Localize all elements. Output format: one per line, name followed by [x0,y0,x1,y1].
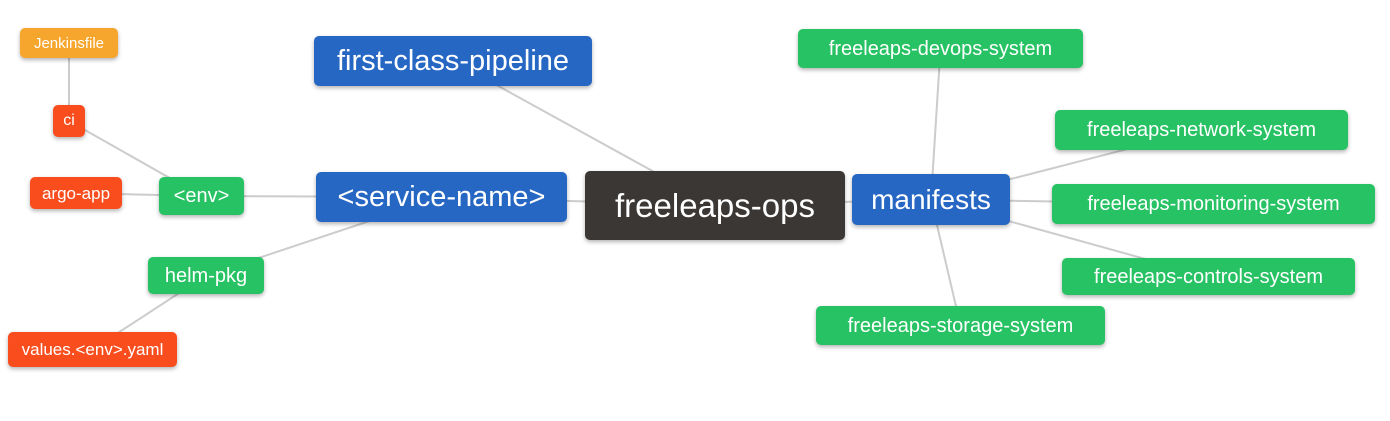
mindmap-node-freeleaps-network-system[interactable]: freeleaps-network-system [1055,110,1348,150]
mindmap-node-ci[interactable]: ci [53,105,85,137]
mindmap-node-freeleaps-ops[interactable]: freeleaps-ops [585,171,845,240]
mindmap-node-freeleaps-storage-system[interactable]: freeleaps-storage-system [816,306,1105,345]
mindmap-node-freeleaps-devops-system[interactable]: freeleaps-devops-system [798,29,1083,68]
mindmap-node-first-class-pipeline[interactable]: first-class-pipeline [314,36,592,86]
mindmap-node-freeleaps-monitoring-system[interactable]: freeleaps-monitoring-system [1052,184,1375,224]
mindmap-node-jenkinsfile[interactable]: Jenkinsfile [20,28,118,58]
mindmap-node-values-env-yaml[interactable]: values.<env>.yaml [8,332,177,367]
mindmap-node-helm-pkg[interactable]: helm-pkg [148,257,264,294]
mindmap-node-argo-app[interactable]: argo-app [30,177,122,209]
mindmap-node-freeleaps-controls-system[interactable]: freeleaps-controls-system [1062,258,1355,295]
mindmap-node-env[interactable]: <env> [159,177,244,215]
mindmap-node-manifests[interactable]: manifests [852,174,1010,225]
mindmap-node-service-name[interactable]: <service-name> [316,172,567,222]
